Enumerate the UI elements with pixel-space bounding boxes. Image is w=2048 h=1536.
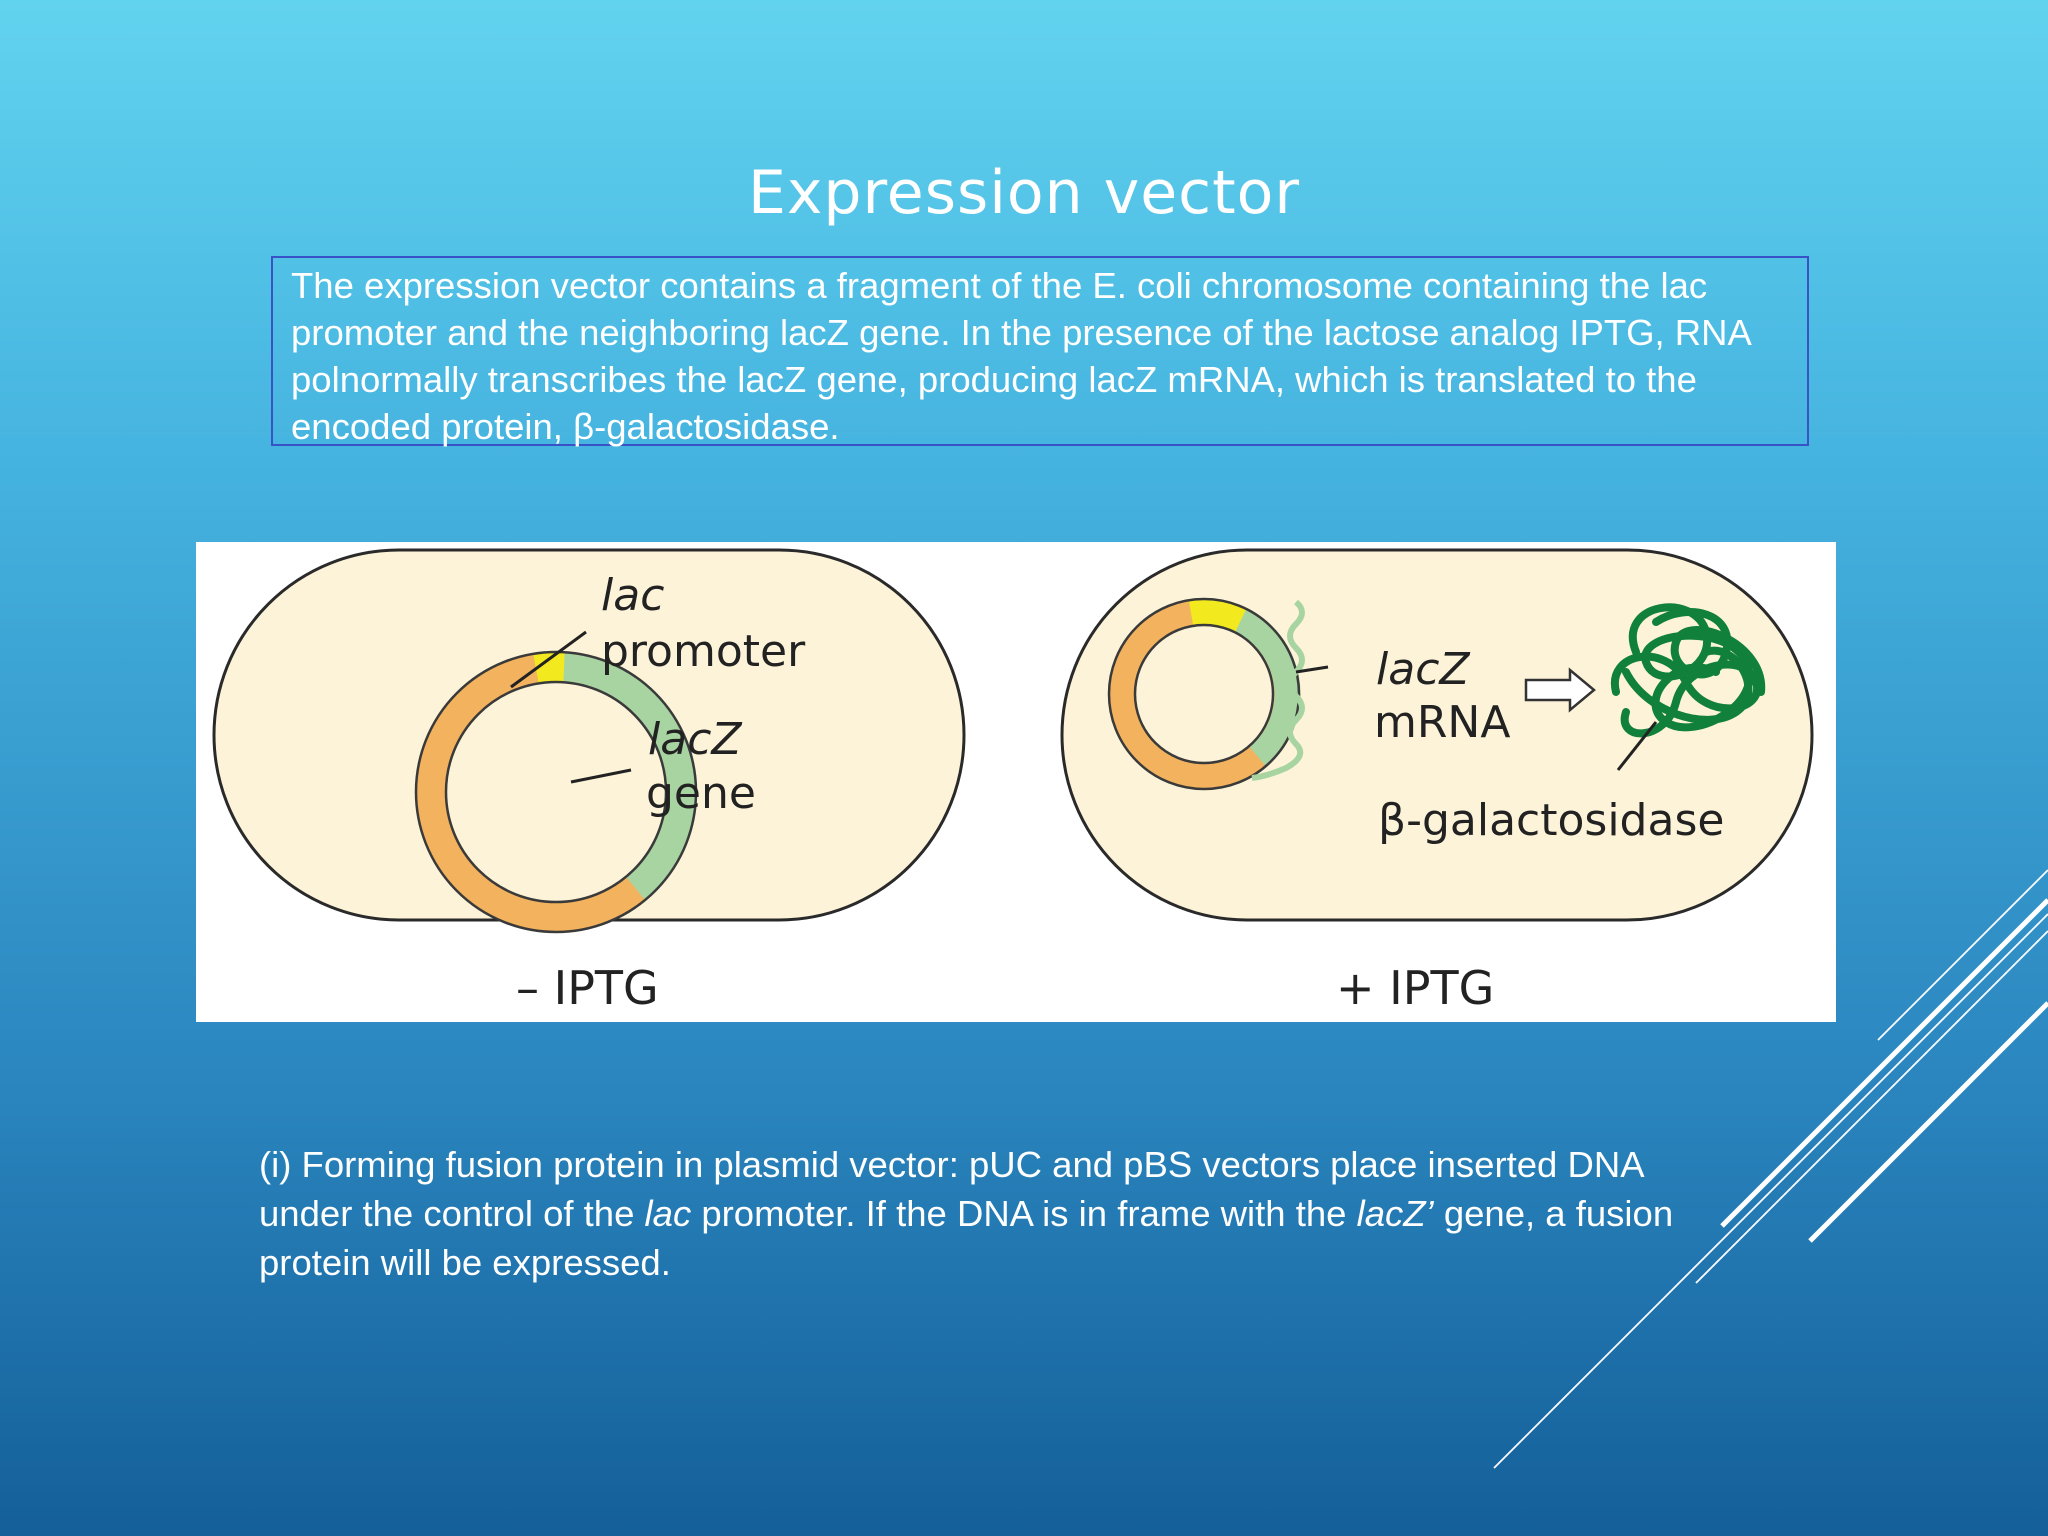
label-lacz-gene: lacZ bbox=[648, 714, 742, 765]
gene-leader-line bbox=[570, 768, 632, 784]
translation-arrow-icon bbox=[1524, 667, 1596, 713]
slide-title: Expression vector bbox=[747, 158, 1301, 228]
plasmid-outer-edge bbox=[414, 650, 698, 934]
caption-text: (i) Forming fusion protein in plasmid ve… bbox=[259, 1140, 1739, 1287]
label-lac: lac bbox=[601, 570, 664, 621]
condition-minus-iptg: – IPTG bbox=[516, 961, 659, 1015]
protein-leader-line bbox=[1616, 721, 1658, 771]
deco-line-thick-2 bbox=[1808, 1001, 2048, 1243]
mrna-leader-line bbox=[1295, 665, 1329, 674]
label-mrna: mRNA bbox=[1374, 697, 1510, 748]
protein-tangle-icon bbox=[1610, 603, 1766, 738]
lac-promoter-arc bbox=[1188, 598, 1247, 632]
label-promoter: promoter bbox=[601, 626, 806, 677]
left-cell-outline bbox=[212, 548, 966, 922]
right-plasmid bbox=[1107, 597, 1301, 791]
left-cell: lac promoter lacZ gene – IPTG bbox=[212, 548, 966, 1015]
promoter-leader-line bbox=[510, 630, 587, 689]
plasmid-outer-edge bbox=[1107, 597, 1301, 791]
condition-plus-iptg: + IPTG bbox=[1336, 961, 1494, 1015]
plasmid-inner-edge bbox=[1133, 623, 1275, 765]
intro-text-box: The expression vector contains a fragmen… bbox=[271, 256, 1809, 447]
label-beta-galactosidase: β-galactosidase bbox=[1378, 795, 1724, 846]
left-plasmid bbox=[414, 650, 698, 934]
caption-part-1: (i) Forming fusion protein in plasmid ve… bbox=[259, 1144, 1643, 1234]
intro-text: The expression vector contains a fragmen… bbox=[291, 265, 1750, 447]
caption-italic-lac: lac bbox=[644, 1193, 692, 1234]
caption-part-2: promoter. If the DNA is in frame with th… bbox=[691, 1193, 1357, 1234]
expression-vector-figure: lac promoter lacZ gene – IPTG lacZ mRNA bbox=[196, 542, 1836, 1022]
deco-line-thin-top bbox=[1877, 869, 2048, 1041]
label-lacz-mrna: lacZ bbox=[1376, 644, 1470, 695]
caption-italic-lacz: lacZ’ bbox=[1356, 1193, 1434, 1234]
lacz-mrna-strand bbox=[1251, 599, 1305, 781]
right-cell: lacZ mRNA β-galactosidase + IPTG bbox=[1060, 548, 1814, 1015]
plasmid-inner-edge bbox=[444, 680, 668, 904]
label-gene: gene bbox=[646, 768, 756, 819]
lacz-gene-arc bbox=[559, 652, 698, 901]
